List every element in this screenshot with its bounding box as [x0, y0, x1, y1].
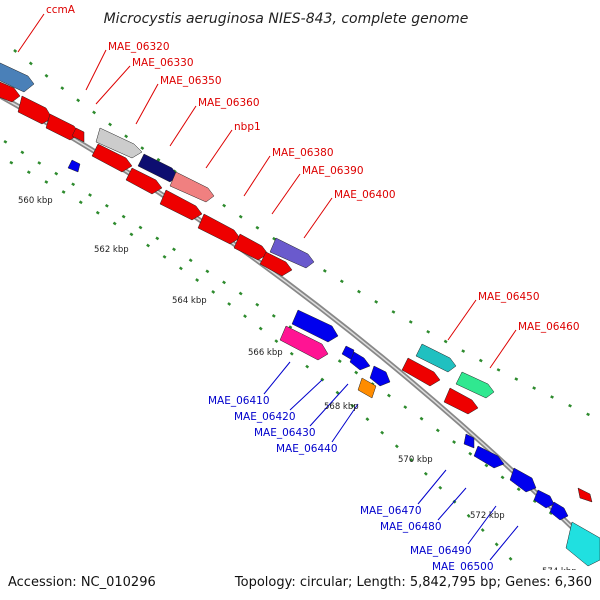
gene-outer-1 [95, 127, 143, 159]
label-MAE_06460: MAE_06460 [518, 321, 580, 333]
tick-564: 564 kbp [172, 296, 207, 306]
gene-red-12 [443, 387, 479, 415]
gene-red-4 [71, 127, 85, 143]
gene-red-7 [159, 189, 203, 221]
gene-red-11 [401, 357, 441, 387]
label-MAE_06350: MAE_06350 [160, 75, 222, 87]
gene-red-6 [125, 167, 163, 195]
gene-red-10 [259, 251, 293, 277]
gene-blue-1 [67, 159, 81, 173]
tick-570: 570 kbp [398, 455, 433, 465]
gene-red-8 [197, 213, 241, 245]
label-MAE_06450: MAE_06450 [478, 291, 540, 303]
gene-blue-2 [291, 309, 339, 343]
gene-blue-10 [549, 501, 569, 521]
map-title: Microcystis aeruginosa NIES-843, complet… [104, 11, 469, 27]
gene-red-1 [0, 81, 21, 103]
genome-backbone [0, 93, 600, 559]
label-MAE_06480: MAE_06480 [380, 521, 442, 533]
gene-red-9 [233, 233, 269, 261]
gene-outer-4 [269, 237, 315, 269]
label-nbp1: nbp1 [234, 121, 261, 133]
tick-572: 572 kbp [470, 511, 505, 521]
label-MAE_06430: MAE_06430 [254, 427, 316, 439]
top-leader-lines [17, 13, 517, 369]
bottom-leader-lines [263, 361, 519, 561]
gene-arrows [0, 62, 600, 567]
gene-ccmA [0, 62, 35, 93]
tick-560: 560 kbp [18, 196, 53, 206]
bottom-gene-labels: MAE_06410 MAE_06420 MAE_06430 MAE_06440 … [208, 395, 494, 573]
topology-summary: Topology: circular; Length: 5,842,795 bp… [234, 575, 592, 590]
label-MAE_06380: MAE_06380 [272, 147, 334, 159]
gene-outer-7 [565, 521, 600, 567]
label-MAE_06320: MAE_06320 [108, 41, 170, 53]
label-MAE_06410: MAE_06410 [208, 395, 270, 407]
gene-magenta [279, 325, 329, 361]
gene-blue-9 [533, 489, 555, 509]
tick-566: 566 kbp [248, 348, 283, 358]
gene-blue-6 [463, 433, 475, 449]
accession-text: Accession: NC_010296 [8, 575, 156, 590]
label-MAE_06440: MAE_06440 [276, 443, 338, 455]
label-MAE_06420: MAE_06420 [234, 411, 296, 423]
label-MAE_06360: MAE_06360 [198, 97, 260, 109]
gene-blue-7 [473, 445, 505, 469]
label-MAE_06390: MAE_06390 [302, 165, 364, 177]
label-MAE_06490: MAE_06490 [410, 545, 472, 557]
top-gene-labels: ccmA MAE_06320 MAE_06330 MAE_06350 MAE_0… [46, 4, 580, 333]
gene-red-5 [91, 143, 133, 173]
tick-562: 562 kbp [94, 245, 129, 255]
gene-blue-8 [509, 467, 537, 493]
label-MAE_06470: MAE_06470 [360, 505, 422, 517]
label-MAE_06400: MAE_06400 [334, 189, 396, 201]
gene-blue-4 [349, 351, 371, 371]
label-MAE_06330: MAE_06330 [132, 57, 194, 69]
label-ccmA: ccmA [46, 4, 76, 16]
tick-568: 568 kbp [324, 402, 359, 412]
footer-backdrop [0, 570, 600, 600]
gene-orange [357, 377, 377, 399]
gene-outer-3 [169, 171, 215, 203]
gene-red-2 [17, 95, 53, 125]
gene-outer-6 [455, 371, 495, 399]
dotted-tick-rings [0, 49, 600, 591]
gene-red-13 [577, 487, 593, 503]
gene-outer-5 [415, 343, 457, 373]
gene-blue-5 [369, 365, 391, 387]
